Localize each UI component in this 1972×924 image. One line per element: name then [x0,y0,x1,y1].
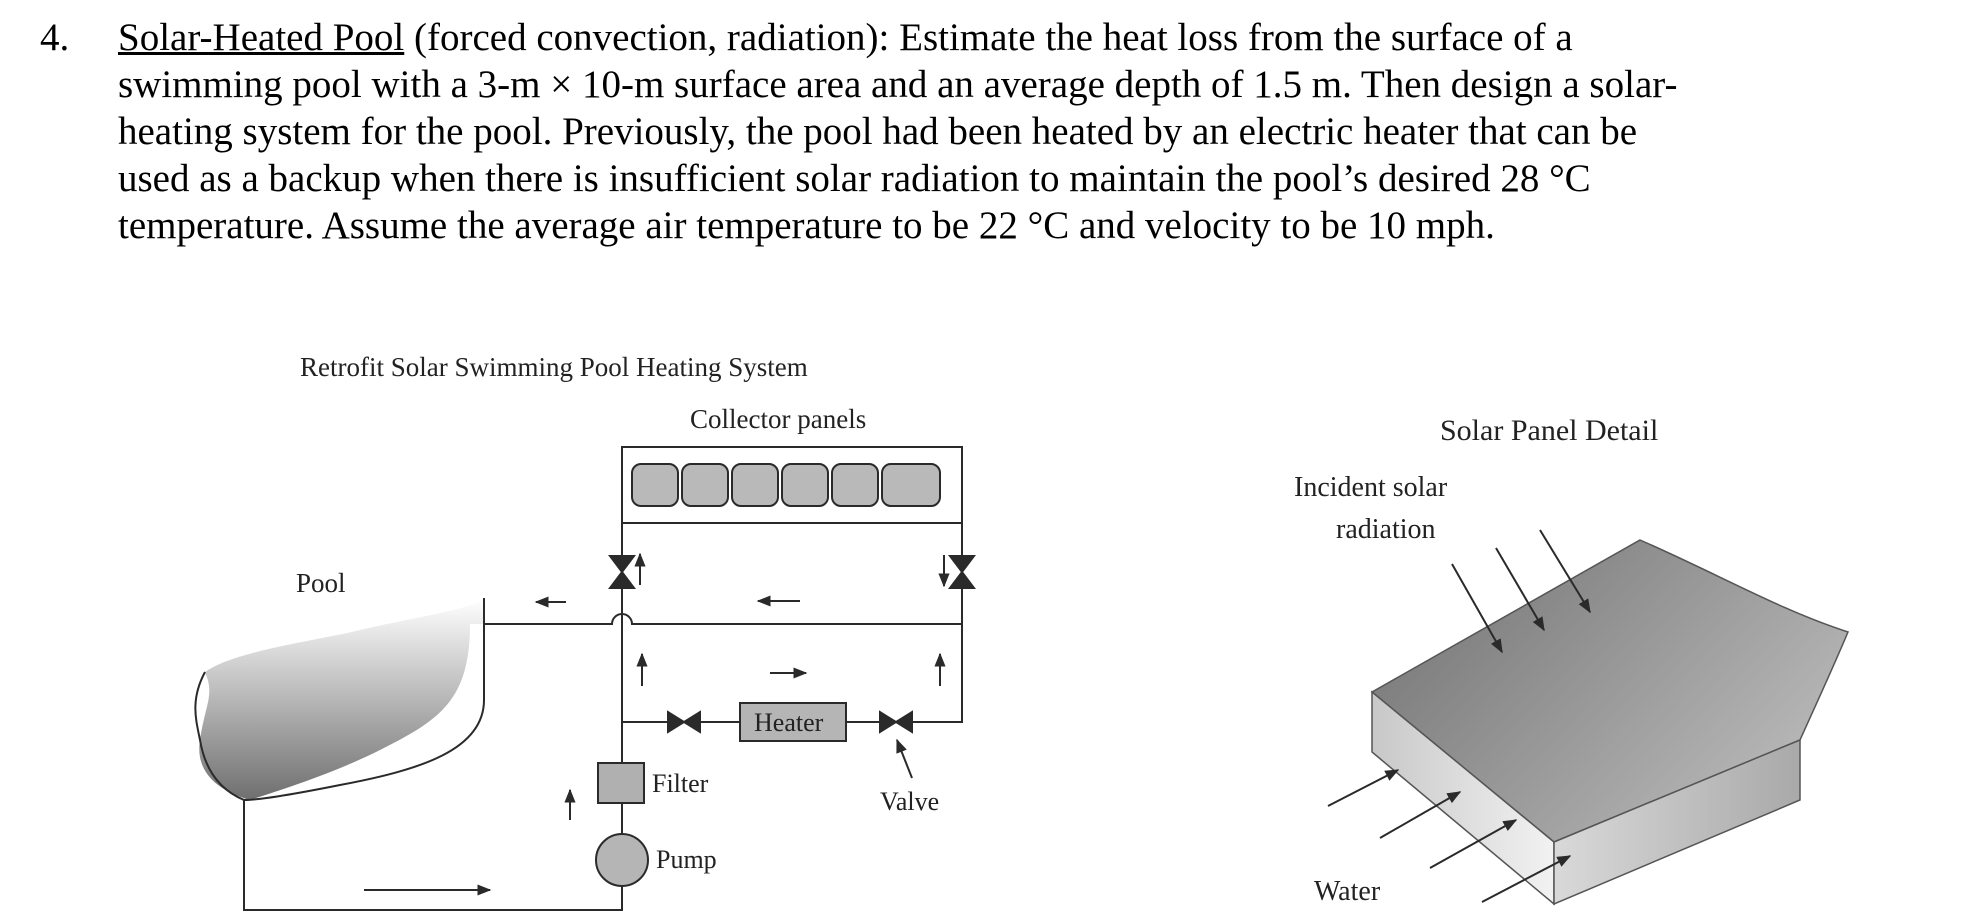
slab-top [1370,539,1850,843]
filter-label: Filter [652,769,709,798]
collector-panel [881,463,941,507]
problem-line-2: swimming pool with a 3-m × 10-m surface … [118,63,1678,106]
detail-title: Solar Panel Detail [1440,414,1658,447]
incident-label-line2: radiation [1336,514,1436,545]
valve-heater-right [879,710,913,734]
valve-heater-left [667,710,701,734]
problem-line-1-text: (forced convection, radiation): Estimate… [404,16,1573,59]
pump-circle [595,833,649,887]
system-diagram: Retrofit Solar Swimming Pool Heating Sys… [194,352,976,911]
problem-line-1: Solar-Heated Pool (forced convection, ra… [118,14,1948,61]
valve-top-left [608,555,636,589]
panel-detail-diagram: Solar Panel Detail Incident solar radiat… [1294,414,1850,907]
water-label: Water [1314,876,1381,907]
collector-panel [631,463,679,507]
collector-label: Collector panels [690,404,866,434]
incident-label-line1: Incident solar [1294,472,1448,503]
system-title: Retrofit Solar Swimming Pool Heating Sys… [300,352,808,382]
filter-box [597,762,645,804]
pool [194,598,485,801]
problem-title: Solar-Heated Pool [118,16,405,59]
pump-label: Pump [656,845,717,874]
collector-panel [681,463,729,507]
heater-label: Heater [754,708,824,737]
problem-body: Solar-Heated Pool (forced convection, ra… [118,14,1948,249]
valve-pointer-arrow [896,738,913,779]
solar-arrows [1451,529,1591,654]
water-arrows [1327,769,1572,903]
collector-panels [621,446,963,524]
collector-panel [731,463,779,507]
slab-side [1553,738,1801,906]
collector-panel [831,463,879,507]
heater-box [739,702,847,742]
collector-panel [781,463,829,507]
pool-label: Pool [296,568,346,598]
flow-arrows [364,552,950,896]
problem-number: 4. [40,16,70,59]
problem-line-3: heating system for the pool. Previously,… [118,110,1638,153]
problem-line-4: used as a backup when there is insuffici… [118,157,1591,200]
problem-line-5: temperature. Assume the average air temp… [118,204,1495,247]
valve-label: Valve [880,787,939,816]
valve-top-right [948,555,976,589]
